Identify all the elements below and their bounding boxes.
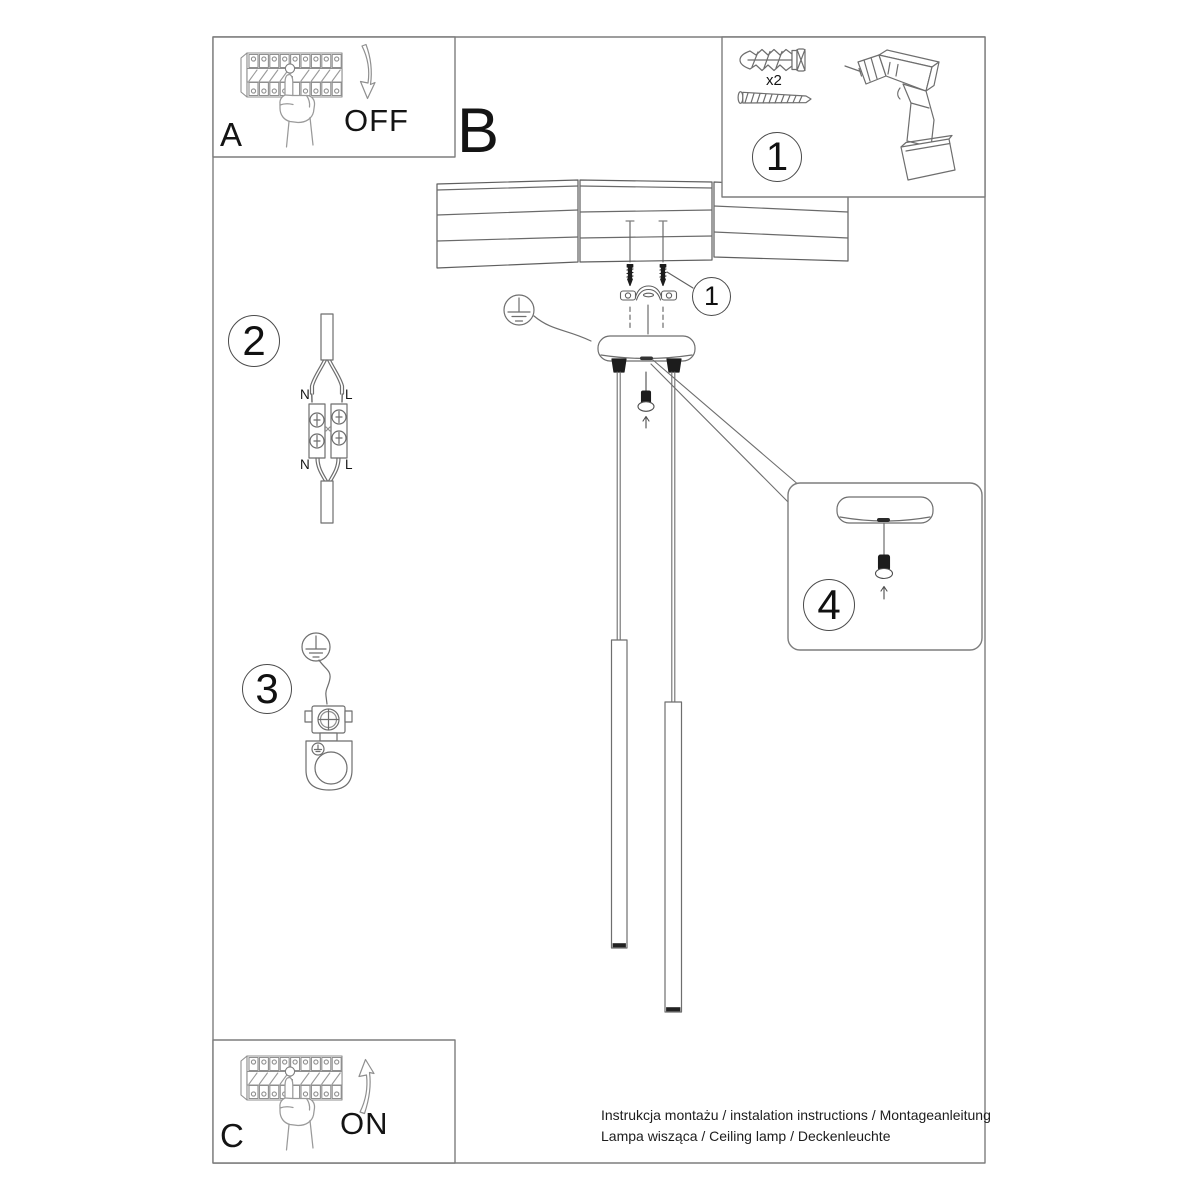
drill-icon — [844, 49, 956, 181]
terminal-label-l-top: L — [345, 387, 353, 402]
ground-wire — [318, 659, 331, 705]
tools-step-badge: 1 — [752, 132, 802, 182]
step-letter-c: C — [220, 1117, 244, 1154]
off-label: OFF — [344, 103, 409, 138]
on-label: ON — [340, 1106, 389, 1141]
dowel-quantity-label: x2 — [766, 72, 782, 89]
badge-1-leader-line — [666, 271, 694, 289]
ground-step-badge: 3 — [242, 664, 292, 714]
footer-line-1: Instrukcja montażu / instalation instruc… — [601, 1107, 991, 1123]
panel-power-off — [212, 36, 456, 158]
pendant-tube-right — [664, 701, 683, 1013]
pilot-hole-marks — [625, 220, 668, 263]
wire-right-top — [326, 359, 345, 395]
arrow-up-small-icon — [642, 415, 650, 429]
step-letter-a: A — [220, 116, 243, 153]
wiring-diagram — [308, 313, 348, 524]
mounting-screws — [626, 263, 667, 287]
wiring-step-badge: 2 — [228, 315, 280, 367]
panel-power-on — [212, 1039, 456, 1164]
alignment-dashes — [629, 306, 664, 330]
detail-leader-lines — [650, 359, 801, 509]
ground-symbol-icon — [301, 632, 331, 662]
pendant-tubes — [610, 639, 683, 1013]
strain-relief-plug — [637, 371, 655, 429]
wall-plug-icon — [739, 48, 806, 72]
mount-step-badge: 1 — [692, 277, 731, 316]
arrow-down-icon — [359, 43, 376, 100]
terminal-label-n-top: N — [300, 387, 310, 402]
terminal-label-l-bottom: L — [345, 457, 353, 472]
terminal-label-n-bottom: N — [300, 457, 310, 472]
wire-right-bottom — [327, 457, 341, 483]
canopy-side — [836, 496, 934, 524]
ceiling-boards — [436, 179, 849, 269]
arrow-up-small-icon — [880, 585, 888, 600]
canopy-slot — [640, 356, 653, 361]
arrow-up-icon — [358, 1058, 375, 1115]
cable-gland-right — [666, 358, 682, 373]
wire-left-bottom — [315, 457, 329, 483]
ground-terminal-assembly — [301, 632, 353, 791]
cable-top — [320, 313, 334, 361]
mounting-plate — [305, 732, 353, 791]
screw-icon — [737, 91, 812, 104]
footer-text: Instrukcja montażu / instalation instruc… — [601, 1105, 991, 1146]
ground-symbol-icon — [503, 294, 592, 342]
mounting-hardware — [619, 220, 694, 335]
suspension-cables — [616, 371, 676, 703]
mounting-bracket — [619, 285, 678, 301]
terminal-block — [308, 403, 348, 459]
strain-relief-plug — [874, 554, 894, 600]
ground-screw-terminal — [304, 705, 353, 734]
cable-gland-left — [611, 358, 627, 373]
pendant-tube-left — [610, 639, 628, 949]
footer-line-2: Lampa wisząca / Ceiling lamp / Deckenleu… — [601, 1127, 891, 1144]
step-letter-b: B — [457, 96, 500, 166]
canopy-step-badge: 4 — [803, 579, 855, 631]
canopy-front — [597, 335, 696, 373]
cable-bottom — [320, 480, 334, 524]
wire-left-top — [309, 359, 328, 395]
sheet-border — [212, 36, 986, 1164]
ground-leader-line — [533, 315, 592, 342]
